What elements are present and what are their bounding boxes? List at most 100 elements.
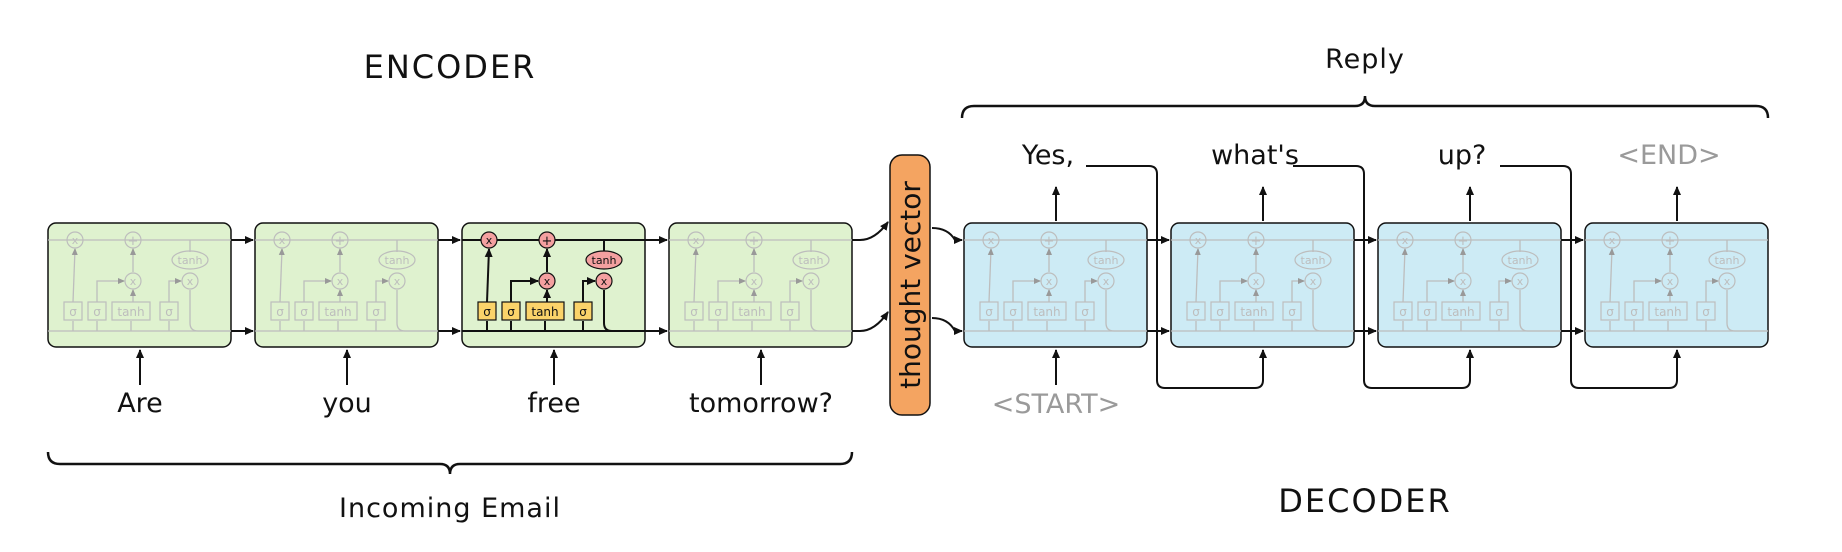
input-arrow [303, 278, 332, 302]
multiply-label: x [1195, 234, 1202, 247]
multiply-label: x [337, 275, 344, 288]
thought-vector-box [889, 154, 931, 416]
candidate-gate-label: tanh [117, 305, 144, 319]
from-thought-arrow-bottom [931, 317, 963, 335]
input-multiply-icon [1247, 272, 1265, 290]
candidate-gate-label: tanh [531, 305, 558, 319]
input-gate-label: σ [93, 305, 101, 319]
output-multiply-icon [1718, 272, 1736, 290]
tanh-label: tanh [799, 254, 824, 267]
multiply-label: x [486, 234, 493, 247]
decoder-output-word: Yes, [1021, 140, 1074, 171]
tanh-icon [1087, 250, 1125, 270]
candidate-gate-label: tanh [1033, 305, 1060, 319]
input-multiply-icon [1661, 272, 1679, 290]
hidden-out-line [810, 290, 852, 332]
output-multiply-icon [802, 272, 820, 290]
candidate-gate [318, 301, 358, 321]
output-gate-label: σ [165, 305, 173, 319]
output-arrow [1705, 278, 1719, 302]
input-gate-label: σ [1216, 305, 1224, 319]
multiply-label: x [130, 275, 137, 288]
multiply-label: x [693, 234, 700, 247]
candidate-gate-label: tanh [1654, 305, 1681, 319]
input-multiply-icon [745, 272, 763, 290]
feedback-arrow [1086, 165, 1267, 389]
output-multiply-icon [1097, 272, 1115, 290]
hidden-out-line [1105, 290, 1147, 332]
thought-vector-label: thought vector [894, 181, 927, 389]
input-arrow [510, 277, 539, 302]
forget-arrow [1401, 248, 1408, 303]
encoder-input-word: free [527, 388, 580, 419]
input-arrow [1633, 278, 1662, 302]
tanh-label: tanh [1508, 254, 1533, 267]
add-label: + [128, 234, 139, 249]
candidate-gate-label: tanh [1447, 305, 1474, 319]
forget-multiply-icon [982, 231, 1000, 249]
forget-multiply-icon [1603, 231, 1621, 249]
output-arrow [1498, 278, 1512, 302]
output-arrow [1291, 278, 1305, 302]
forget-multiply-icon [273, 231, 291, 249]
tanh-label: tanh [592, 254, 617, 267]
multiply-label: x [1609, 234, 1616, 247]
decoder-output-word: what's [1211, 140, 1299, 171]
candidate-gate-label: tanh [738, 305, 765, 319]
input-gate-label: σ [1630, 305, 1638, 319]
tanh-label: tanh [385, 254, 410, 267]
forget-arrow [692, 248, 699, 303]
candidate-gate [732, 301, 772, 321]
multiply-label: x [1402, 234, 1409, 247]
add-label: + [1458, 234, 1469, 249]
add-label: + [1665, 234, 1676, 249]
add-label: + [749, 234, 760, 249]
forget-multiply-icon [480, 231, 498, 249]
candidate-gate-label: tanh [1240, 305, 1267, 319]
input-gate-label: σ [1423, 305, 1431, 319]
input-arrow [1219, 278, 1248, 302]
forget-arrow [987, 248, 994, 303]
input-multiply-icon [331, 272, 349, 290]
multiply-label: x [601, 275, 608, 288]
reply-label: Reply [1325, 44, 1405, 75]
output-arrow [582, 277, 596, 302]
candidate-gate [1234, 301, 1274, 321]
input-multiply-icon [538, 272, 556, 290]
candidate-gate [1027, 301, 1067, 321]
add-label: + [335, 234, 346, 249]
multiply-label: x [1667, 275, 1674, 288]
forget-arrow [1608, 248, 1615, 303]
candidate-gate [1648, 301, 1688, 321]
to-thought-arrow-top [852, 221, 889, 241]
tanh-icon [171, 250, 209, 270]
multiply-label: x [988, 234, 995, 247]
tanh-label: tanh [1094, 254, 1119, 267]
incoming-email-label: Incoming Email [339, 493, 561, 524]
forget-gate-label: σ [276, 305, 284, 319]
output-multiply-icon [388, 272, 406, 290]
forget-gate-label: σ [690, 305, 698, 319]
forget-multiply-icon [1189, 231, 1207, 249]
decoder-output-word: <END> [1617, 140, 1720, 171]
tanh-icon [792, 250, 830, 270]
tanh-label: tanh [1715, 254, 1740, 267]
hidden-out-line [396, 290, 438, 332]
input-gate-label: σ [300, 305, 308, 319]
forget-arrow [1194, 248, 1201, 303]
hidden-out-line [1519, 290, 1561, 332]
multiply-label: x [1253, 275, 1260, 288]
tanh-icon [378, 250, 416, 270]
output-multiply-icon [1511, 272, 1529, 290]
candidate-gate [1441, 301, 1481, 321]
tanh-icon [1501, 250, 1539, 270]
tanh-label: tanh [178, 254, 203, 267]
input-multiply-icon [1454, 272, 1472, 290]
